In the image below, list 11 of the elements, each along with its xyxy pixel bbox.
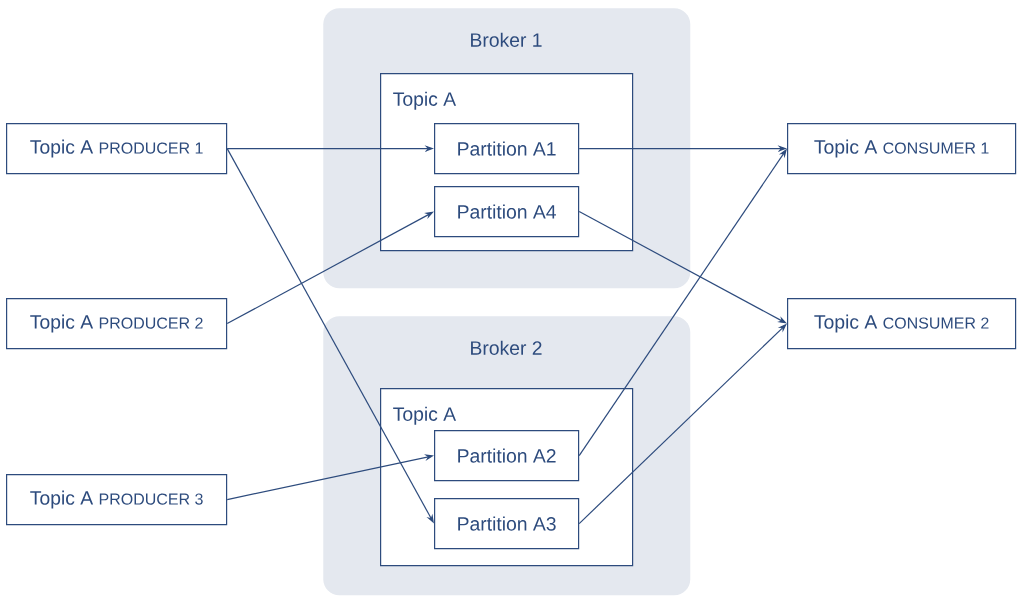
process-box: Topic A CONSUMER 2 — [787, 298, 1017, 350]
process-box: Partition A3 — [434, 498, 580, 550]
process-box: Topic A CONSUMER 1 — [787, 123, 1017, 175]
arrow — [226, 211, 434, 325]
process-box: Topic A PRODUCER 3 — [6, 474, 228, 526]
process-box: Partition A1 — [434, 123, 580, 175]
process-box: Topic A PRODUCER 1 — [6, 123, 228, 175]
process-box: Partition A4 — [434, 186, 580, 238]
arrow — [578, 211, 787, 324]
process-box: Topic A PRODUCER 2 — [6, 298, 228, 350]
process-box: Partition A2 — [434, 430, 580, 482]
